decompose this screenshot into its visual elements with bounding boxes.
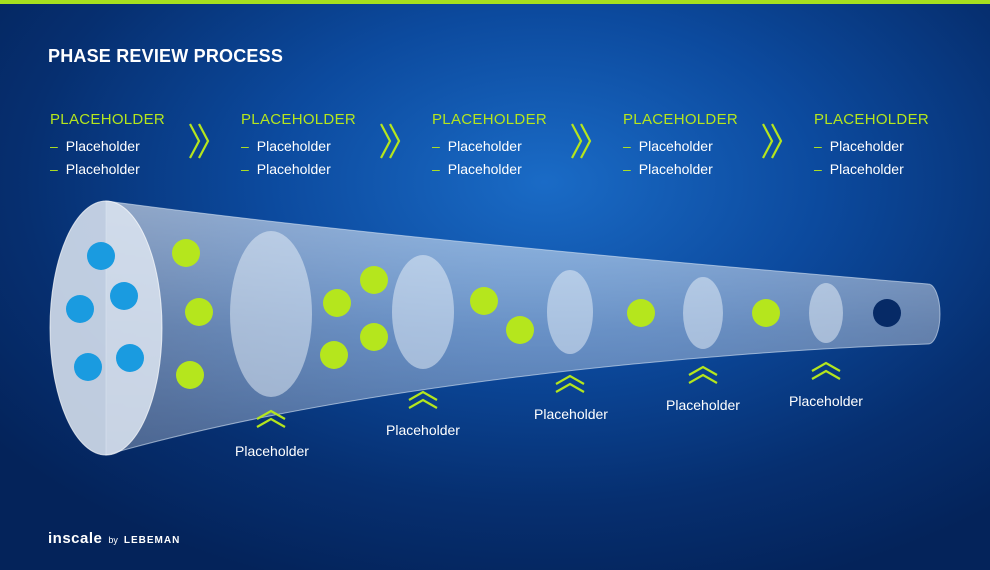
gate-disc — [547, 270, 593, 354]
blue-dot — [87, 242, 115, 270]
green-dot — [470, 287, 498, 315]
green-dot — [752, 299, 780, 327]
gate-disc — [392, 255, 454, 369]
gate-label: Placeholder — [235, 443, 309, 459]
blue-dot — [110, 282, 138, 310]
gate-disc — [809, 283, 843, 343]
logo-brand: LEBEMAN — [124, 535, 180, 546]
green-dot — [323, 289, 351, 317]
blue-dot — [66, 295, 94, 323]
double-chevron-up-icon — [553, 373, 587, 395]
funnel-exit-hole — [873, 299, 901, 327]
logo-text: inscale — [48, 530, 102, 547]
double-chevron-up-icon — [254, 408, 288, 430]
green-dot — [176, 361, 204, 389]
funnel-mouth — [50, 201, 162, 455]
green-dot — [360, 266, 388, 294]
gate-disc — [683, 277, 723, 349]
gate-disc — [230, 231, 312, 397]
gate-label: Placeholder — [386, 422, 460, 438]
logo-by: by — [108, 535, 118, 545]
blue-dot — [74, 353, 102, 381]
gate-label: Placeholder — [534, 406, 608, 422]
green-dot — [320, 341, 348, 369]
blue-dot — [116, 344, 144, 372]
gate-label: Placeholder — [666, 397, 740, 413]
double-chevron-up-icon — [406, 389, 440, 411]
green-dot — [360, 323, 388, 351]
green-dot — [627, 299, 655, 327]
green-dot — [185, 298, 213, 326]
gate-label: Placeholder — [789, 393, 863, 409]
green-dot — [172, 239, 200, 267]
double-chevron-up-icon — [686, 364, 720, 386]
double-chevron-up-icon — [809, 360, 843, 382]
green-dot — [506, 316, 534, 344]
footer-logo: inscale by LEBEMAN — [48, 530, 180, 547]
